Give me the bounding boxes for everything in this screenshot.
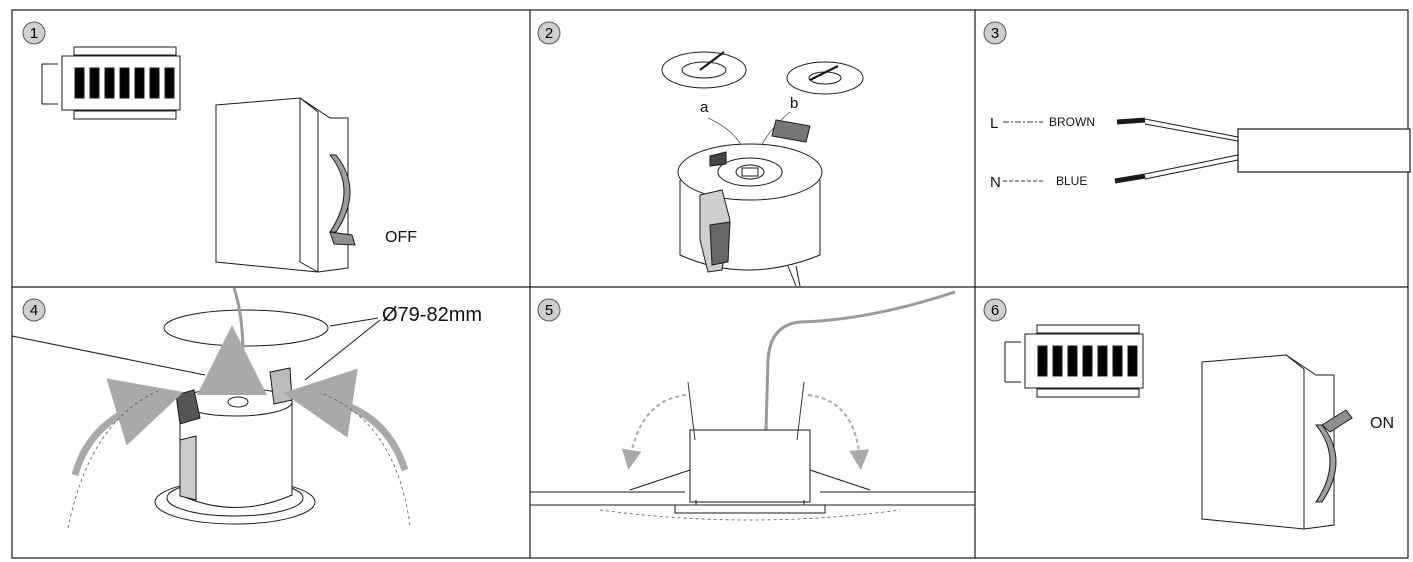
breaker-switch-icon xyxy=(1082,345,1093,377)
wire-n-color-label: BLUE xyxy=(1056,174,1087,188)
spring-arrow-right-icon xyxy=(283,368,409,472)
switch-state-label: OFF xyxy=(385,229,417,246)
step-badge-1: 1 xyxy=(22,21,46,45)
step-badge-3: 3 xyxy=(983,21,1007,45)
ceiling-section-icon xyxy=(530,491,975,506)
step-number: 2 xyxy=(545,25,553,42)
step-badge-2: 2 xyxy=(537,21,561,45)
breaker-switch-icon xyxy=(74,67,85,99)
sensor-housing-icon xyxy=(154,367,316,525)
part-a-label: a xyxy=(700,99,709,116)
step-badge-4: 4 xyxy=(22,298,46,322)
cable-icon xyxy=(764,290,956,431)
spring-arrow-left-icon xyxy=(621,394,687,470)
mounted-sensor-icon xyxy=(629,429,871,514)
panel-5: 5 xyxy=(530,290,975,521)
wire-l-letter: L xyxy=(990,115,998,132)
ceiling-cutout-icon xyxy=(11,309,381,381)
breaker-switch-icon xyxy=(1097,345,1108,377)
breaker-switch-icon xyxy=(1052,345,1063,377)
breaker-switch-icon xyxy=(89,67,100,99)
panel-2: 2 a b xyxy=(537,21,864,287)
wall-switch-on xyxy=(1201,354,1353,530)
detection-arc xyxy=(599,509,901,521)
spring-left-up xyxy=(687,381,696,441)
breaker-switch-icon xyxy=(104,67,115,99)
breaker-switch-icon xyxy=(164,67,175,99)
sensor-body-icon xyxy=(677,119,823,287)
breaker-panel-icon xyxy=(41,46,181,120)
breaker-switch-icon xyxy=(1112,345,1123,377)
switch-state-label: ON xyxy=(1370,415,1394,432)
step-number: 3 xyxy=(991,25,999,42)
step-badge-6: 6 xyxy=(983,298,1007,322)
step-number: 1 xyxy=(30,25,38,42)
panel-4: 4 Ø79-82mm xyxy=(11,287,482,529)
spring-arrow-right-icon xyxy=(807,394,870,470)
step-badge-5: 5 xyxy=(537,298,561,322)
cover-ring-b-icon xyxy=(786,61,864,95)
wire-l-color-label: BROWN xyxy=(1049,115,1095,129)
breaker-switch-icon xyxy=(1067,345,1078,377)
step-number: 6 xyxy=(991,302,999,319)
wiring-icon xyxy=(1114,117,1411,184)
panel-6: 6 ON xyxy=(983,298,1394,530)
panel-1: 1 OFF xyxy=(22,21,417,273)
wire-n-letter: N xyxy=(990,174,1001,191)
breaker-switch-icon xyxy=(1127,345,1138,377)
swing-path-right xyxy=(319,392,411,526)
panel-grid xyxy=(11,9,1409,559)
cover-ring-a-icon xyxy=(661,51,747,89)
breaker-switch-icon xyxy=(119,67,130,99)
breaker-switch-icon xyxy=(134,67,145,99)
cutout-diameter-label: Ø79-82mm xyxy=(382,304,482,326)
spring-arrow-left-icon xyxy=(71,378,184,476)
step-number: 4 xyxy=(30,302,38,319)
breaker-switch-icon xyxy=(1037,345,1048,377)
breaker-panel-icon xyxy=(1004,324,1144,398)
wall-switch-off xyxy=(215,97,356,273)
step-number: 5 xyxy=(545,302,553,319)
breaker-switch-icon xyxy=(149,67,160,99)
part-b-label: b xyxy=(790,95,798,112)
swing-path-left xyxy=(67,389,161,529)
panel-3: 3 L BROWN N BLUE xyxy=(983,21,1411,191)
spring-right-up xyxy=(796,381,805,441)
